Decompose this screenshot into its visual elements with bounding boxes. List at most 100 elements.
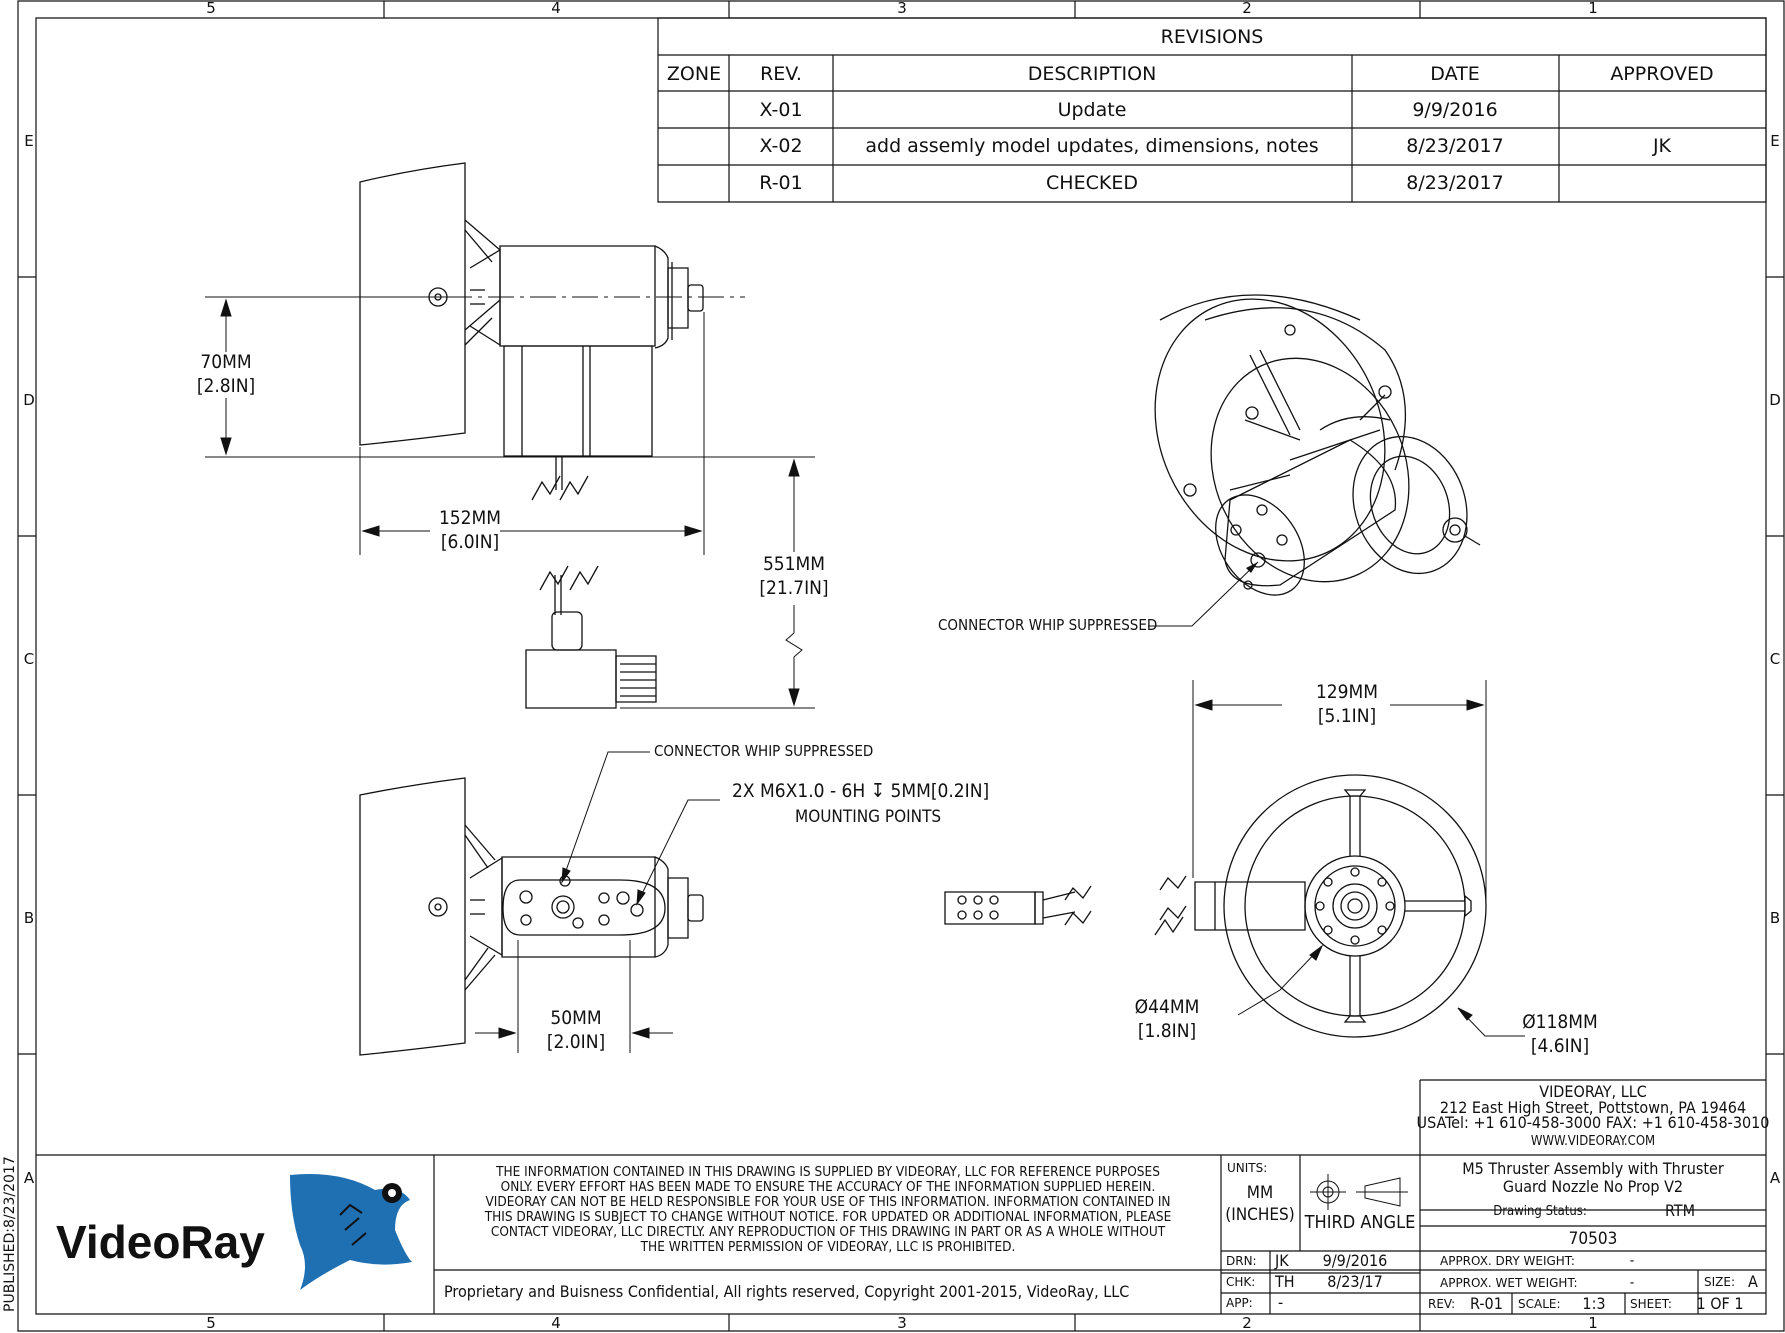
row-label-e-right: E — [1770, 132, 1779, 150]
rev-header-rev: REV. — [760, 63, 802, 85]
col-label-1-bottom: 1 — [1588, 1314, 1598, 1332]
revisions-title: REVISIONS — [1161, 26, 1264, 48]
drn-date: 9/9/2016 — [1323, 1251, 1388, 1270]
dim-44-in: [1.8IN] — [1138, 1020, 1196, 1042]
disclaimer-line-2: ONLY. EVERY EFFORT HAS BEEN MADE TO ENSU… — [501, 1179, 1156, 1195]
published-stamp: PUBLISHED:8/23/2017 — [2, 1156, 18, 1312]
app-label: APP: — [1226, 1296, 1253, 1310]
rev-header-description: DESCRIPTION — [1028, 63, 1157, 85]
col-label-3: 3 — [897, 0, 907, 17]
col-label-2-bottom: 2 — [1242, 1314, 1252, 1332]
col-label-4: 4 — [551, 0, 561, 17]
rev-header-approved: APPROVED — [1610, 63, 1713, 85]
rev-row2-date: 8/23/2017 — [1406, 135, 1503, 157]
connector-detached — [945, 886, 1091, 925]
dim-50-in: [2.0IN] — [547, 1031, 605, 1053]
col-label-4-bottom: 4 — [551, 1314, 561, 1332]
dim-551-in: [21.7IN] — [759, 577, 828, 599]
disclaimer-line-1: THE INFORMATION CONTAINED IN THIS DRAWIN… — [495, 1164, 1160, 1180]
rev-row2-rev: X-02 — [759, 135, 802, 157]
scale-label: SCALE: — [1518, 1297, 1561, 1311]
rev-header-zone: ZONE — [667, 63, 721, 85]
rev-row3-description: CHECKED — [1046, 172, 1138, 194]
sheet-value: 1 OF 1 — [1696, 1294, 1743, 1313]
dim-551-mm: 551MM — [763, 553, 825, 575]
projection-label: THIRD ANGLE — [1304, 1212, 1416, 1233]
company-name: VIDEORAY, LLC — [1539, 1082, 1647, 1101]
dim-152-mm: 152MM — [439, 507, 501, 529]
size-value: A — [1748, 1272, 1758, 1291]
third-angle-symbol — [1310, 1174, 1408, 1210]
disclaimer-line-3: VIDEORAY CAN NOT BE HELD RESPONSIBLE FOR… — [486, 1194, 1171, 1210]
leader-connector-iso — [1148, 562, 1258, 626]
dim-152-in: [6.0IN] — [441, 531, 499, 553]
dim-70-in: [2.8IN] — [197, 375, 255, 397]
drawing-title-line2: Guard Nozzle No Prop V2 — [1503, 1177, 1683, 1196]
note-mounting-line2: MOUNTING POINTS — [795, 807, 941, 827]
rev-value: R-01 — [1470, 1294, 1503, 1313]
dim-44-mm: Ø44MM — [1135, 996, 1200, 1018]
units-value-inches: (INCHES) — [1225, 1205, 1294, 1225]
drawing-title-line1: M5 Thruster Assembly with Thruster — [1462, 1159, 1724, 1178]
wet-weight-label: APPROX. WET WEIGHT: — [1440, 1276, 1578, 1290]
drn-label: DRN: — [1226, 1254, 1257, 1268]
size-label: SIZE: — [1704, 1275, 1735, 1289]
col-label-5-bottom: 5 — [206, 1314, 216, 1332]
row-label-b: B — [24, 909, 34, 927]
company-address: 212 East High Street, Pottstown, PA 1946… — [1440, 1098, 1746, 1117]
col-label-1: 1 — [1588, 0, 1598, 17]
dim-118-in: [4.6IN] — [1531, 1035, 1589, 1057]
rev-row1-description: Update — [1058, 99, 1127, 121]
rev-row2-approved: JK — [1652, 135, 1672, 157]
row-label-b-right: B — [1770, 909, 1780, 927]
part-number: 70503 — [1569, 1229, 1618, 1249]
dim-118-mm: Ø118MM — [1522, 1011, 1598, 1033]
row-label-d: D — [23, 391, 35, 409]
col-label-2: 2 — [1242, 0, 1252, 17]
dim-50-mm: 50MM — [550, 1007, 601, 1029]
rev-row3-rev: R-01 — [759, 172, 802, 194]
rev-row2-description: add assemly model updates, dimensions, n… — [865, 135, 1318, 157]
rev-row3-date: 8/23/2017 — [1406, 172, 1503, 194]
isometric-view — [1113, 261, 1485, 614]
row-label-c-right: C — [1770, 650, 1780, 668]
dimension-118mm — [1458, 1008, 1525, 1036]
videoray-logo: VideoRay — [56, 1174, 412, 1290]
dimension-129mm — [1193, 680, 1486, 900]
dimension-44mm — [1238, 946, 1322, 1015]
dim-129-in: [5.1IN] — [1318, 705, 1376, 727]
sheet-label: SHEET: — [1630, 1297, 1672, 1311]
rev-row1-date: 9/9/2016 — [1412, 99, 1497, 121]
row-label-c: C — [24, 650, 34, 668]
front-view — [1155, 775, 1486, 1037]
dimension-551mm — [620, 460, 815, 708]
drawing-status-value: RTM — [1665, 1201, 1695, 1220]
dry-weight-value: - — [1630, 1253, 1635, 1269]
drawing-status-label: Drawing Status: — [1493, 1204, 1587, 1219]
rev-label: REV: — [1428, 1297, 1455, 1311]
note-connector-bottom: CONNECTOR WHIP SUPPRESSED — [654, 742, 873, 760]
dim-70-mm: 70MM — [200, 351, 251, 373]
leader-mounting-points — [637, 800, 720, 904]
chk-date: 8/23/17 — [1327, 1272, 1382, 1291]
app-value: - — [1278, 1293, 1283, 1312]
side-view-bottom — [360, 778, 703, 1055]
units-value: MM — [1247, 1183, 1273, 1203]
disclaimer-line-5: CONTACT VIDEORAY, LLC DIRECTLY. ANY REPR… — [491, 1224, 1166, 1240]
chk-value: TH — [1274, 1272, 1295, 1291]
wet-weight-value: - — [1630, 1275, 1635, 1291]
scale-value: 1:3 — [1582, 1294, 1605, 1313]
disclaimer-line-6: THE WRITTEN PERMISSION OF VIDEORAY, LLC … — [640, 1239, 1016, 1255]
note-connector-iso: CONNECTOR WHIP SUPPRESSED — [938, 616, 1157, 634]
company-web: WWW.VIDEORAY.COM — [1531, 1134, 1655, 1149]
disclaimer-line-4: THIS DRAWING IS SUBJECT TO CHANGE WITHOU… — [484, 1209, 1172, 1225]
rev-header-date: DATE — [1430, 63, 1479, 85]
dimension-152mm — [360, 312, 704, 555]
chk-label: CHK: — [1226, 1275, 1255, 1289]
company-phone: USATel: +1 610-458-3000 FAX: +1 610-458-… — [1417, 1113, 1770, 1132]
rev-row1-rev: X-01 — [759, 99, 802, 121]
drn-value: JK — [1274, 1251, 1289, 1270]
logo-text: VideoRay — [56, 1216, 265, 1268]
row-label-e: E — [24, 132, 33, 150]
note-mounting-line1: 2X M6X1.0 - 6H ↧ 5MM[0.2IN] — [732, 780, 989, 802]
